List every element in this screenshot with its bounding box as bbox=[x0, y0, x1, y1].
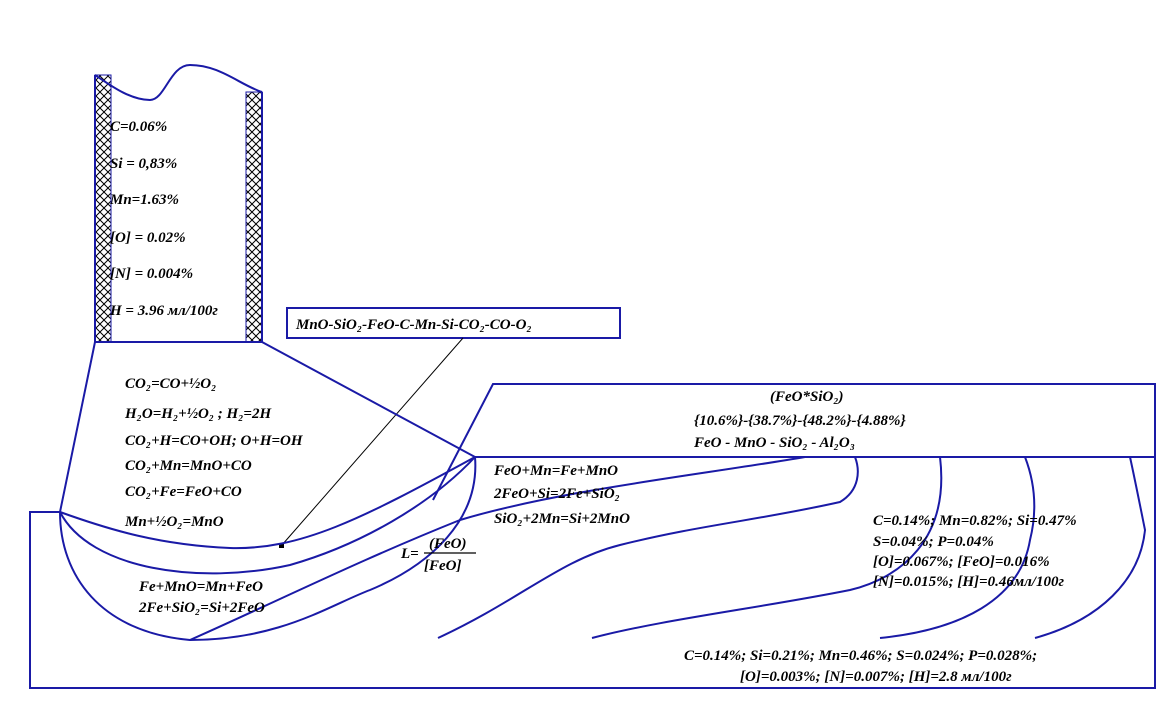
pool-reaction-1: Fe+MnO=Mn+FeO bbox=[138, 579, 263, 595]
gas-reaction-4: CO₂+Mn=MnO+CO bbox=[125, 458, 252, 474]
slag-title: (FeO*SiO₂) bbox=[770, 389, 844, 405]
gas-reaction-5: CO₂+Fe=FeO+CO bbox=[125, 484, 242, 500]
slag-reaction-1: FeO+Mn=Fe+MnO bbox=[493, 463, 618, 479]
slag-composition: (FeO*SiO₂) {10.6%}-{38.7%}-{48.2%}-{4.88… bbox=[693, 389, 907, 451]
base-metal-outline bbox=[29, 457, 1156, 689]
base-metal-2: [O]=0.003%; [N]=0.007%; [H]=2.8 мл/100г bbox=[740, 669, 1012, 685]
isoline-5 bbox=[1034, 456, 1147, 639]
distribution-numerator: (FeO) bbox=[429, 536, 467, 552]
base-metal-1: C=0.14%; Si=0.21%; Mn=0.46%; S=0.024%; P… bbox=[684, 648, 1037, 664]
isoline-4 bbox=[879, 456, 1036, 639]
electrode-h: H = 3.96 мл/100г bbox=[109, 303, 218, 319]
weld-composition-3: [O]=0.067%; [FeO]=0.016% bbox=[873, 554, 1050, 570]
gas-reaction-1: CO₂=CO+½O₂ bbox=[125, 376, 216, 392]
slag-metal-reactions: FeO+Mn=Fe+MnO 2FeO+Si=2Fe+SiO₂ SiO₂+2Mn=… bbox=[493, 463, 630, 527]
electrode-wall-left bbox=[94, 74, 112, 343]
weld-composition-1: C=0.14%; Mn=0.82%; Si=0.47% bbox=[873, 513, 1077, 529]
system-label-text: MnO-SiO₂-FeO-C-Mn-Si-CO₂-CO-O₂ bbox=[295, 317, 532, 333]
distribution-denominator: [FeO] bbox=[424, 558, 462, 574]
slag-outline bbox=[432, 383, 1156, 501]
weld-composition-2: S=0.04%; P=0.04% bbox=[873, 534, 994, 550]
pool-reactions: Fe+MnO=Mn+FeO 2Fe+SiO₂=Si+2FeO bbox=[138, 579, 265, 616]
system-leader-line bbox=[281, 337, 464, 546]
arc-cavity-lower bbox=[59, 456, 476, 575]
system-label-box bbox=[286, 307, 621, 339]
slag-reaction-3: SiO₂+2Mn=Si+2MnO bbox=[494, 511, 630, 527]
gas-reactions: CO₂=CO+½O₂ H₂O=H₂+½O₂ ; H₂=2H CO₂+H=CO+O… bbox=[124, 376, 304, 530]
electrode-c: C=0.06% bbox=[110, 119, 167, 135]
gas-reaction-3: CO₂+H=CO+OH; O+H=OH bbox=[125, 433, 304, 449]
electrode-wall-right bbox=[245, 91, 263, 343]
weld-composition: C=0.14%; Mn=0.82%; Si=0.47% S=0.04%; P=0… bbox=[873, 513, 1077, 590]
weld-composition-4: [N]=0.015%; [H]=0.46мл/100г bbox=[873, 574, 1064, 590]
base-metal-composition: C=0.14%; Si=0.21%; Mn=0.46%; S=0.024%; P… bbox=[684, 648, 1037, 685]
isoline-2 bbox=[437, 456, 859, 639]
electrode-si: Si = 0,83% bbox=[110, 156, 177, 172]
slag-percentages: {10.6%}-{38.7%}-{48.2%}-{4.88%} bbox=[694, 413, 907, 429]
gas-reaction-2: H₂O=H₂+½O₂ ; H₂=2H bbox=[124, 406, 272, 422]
electrode-top-outline bbox=[94, 63, 263, 102]
pool-reaction-2: 2Fe+SiO₂=Si+2FeO bbox=[138, 600, 265, 616]
electrode: C=0.06% Si = 0,83% Mn=1.63% [O] = 0.02% … bbox=[94, 63, 263, 343]
gas-reaction-6: Mn+½O₂=MnO bbox=[124, 514, 224, 530]
slag-components: FeO - MnO - SiO₂ - Al₂O₃ bbox=[693, 435, 855, 451]
arc-column-outline bbox=[59, 341, 476, 513]
weld-pool-outline bbox=[59, 456, 477, 642]
arc-cavity-upper bbox=[59, 456, 476, 550]
electrode-mn: Mn=1.63% bbox=[109, 192, 179, 208]
isoline-3 bbox=[591, 456, 943, 639]
electrode-o: [O] = 0.02% bbox=[110, 230, 186, 246]
system-leader-dot bbox=[279, 543, 284, 548]
slag-reaction-2: 2FeO+Si=2Fe+SiO₂ bbox=[493, 486, 620, 502]
isoline-1 bbox=[189, 456, 806, 641]
system-label: MnO-SiO₂-FeO-C-Mn-Si-CO₂-CO-O₂ bbox=[279, 307, 621, 548]
distribution-coefficient: L= (FeO) [FeO] bbox=[400, 536, 476, 574]
electrode-n: [N] = 0.004% bbox=[110, 266, 193, 282]
distribution-prefix: L= bbox=[400, 546, 419, 562]
